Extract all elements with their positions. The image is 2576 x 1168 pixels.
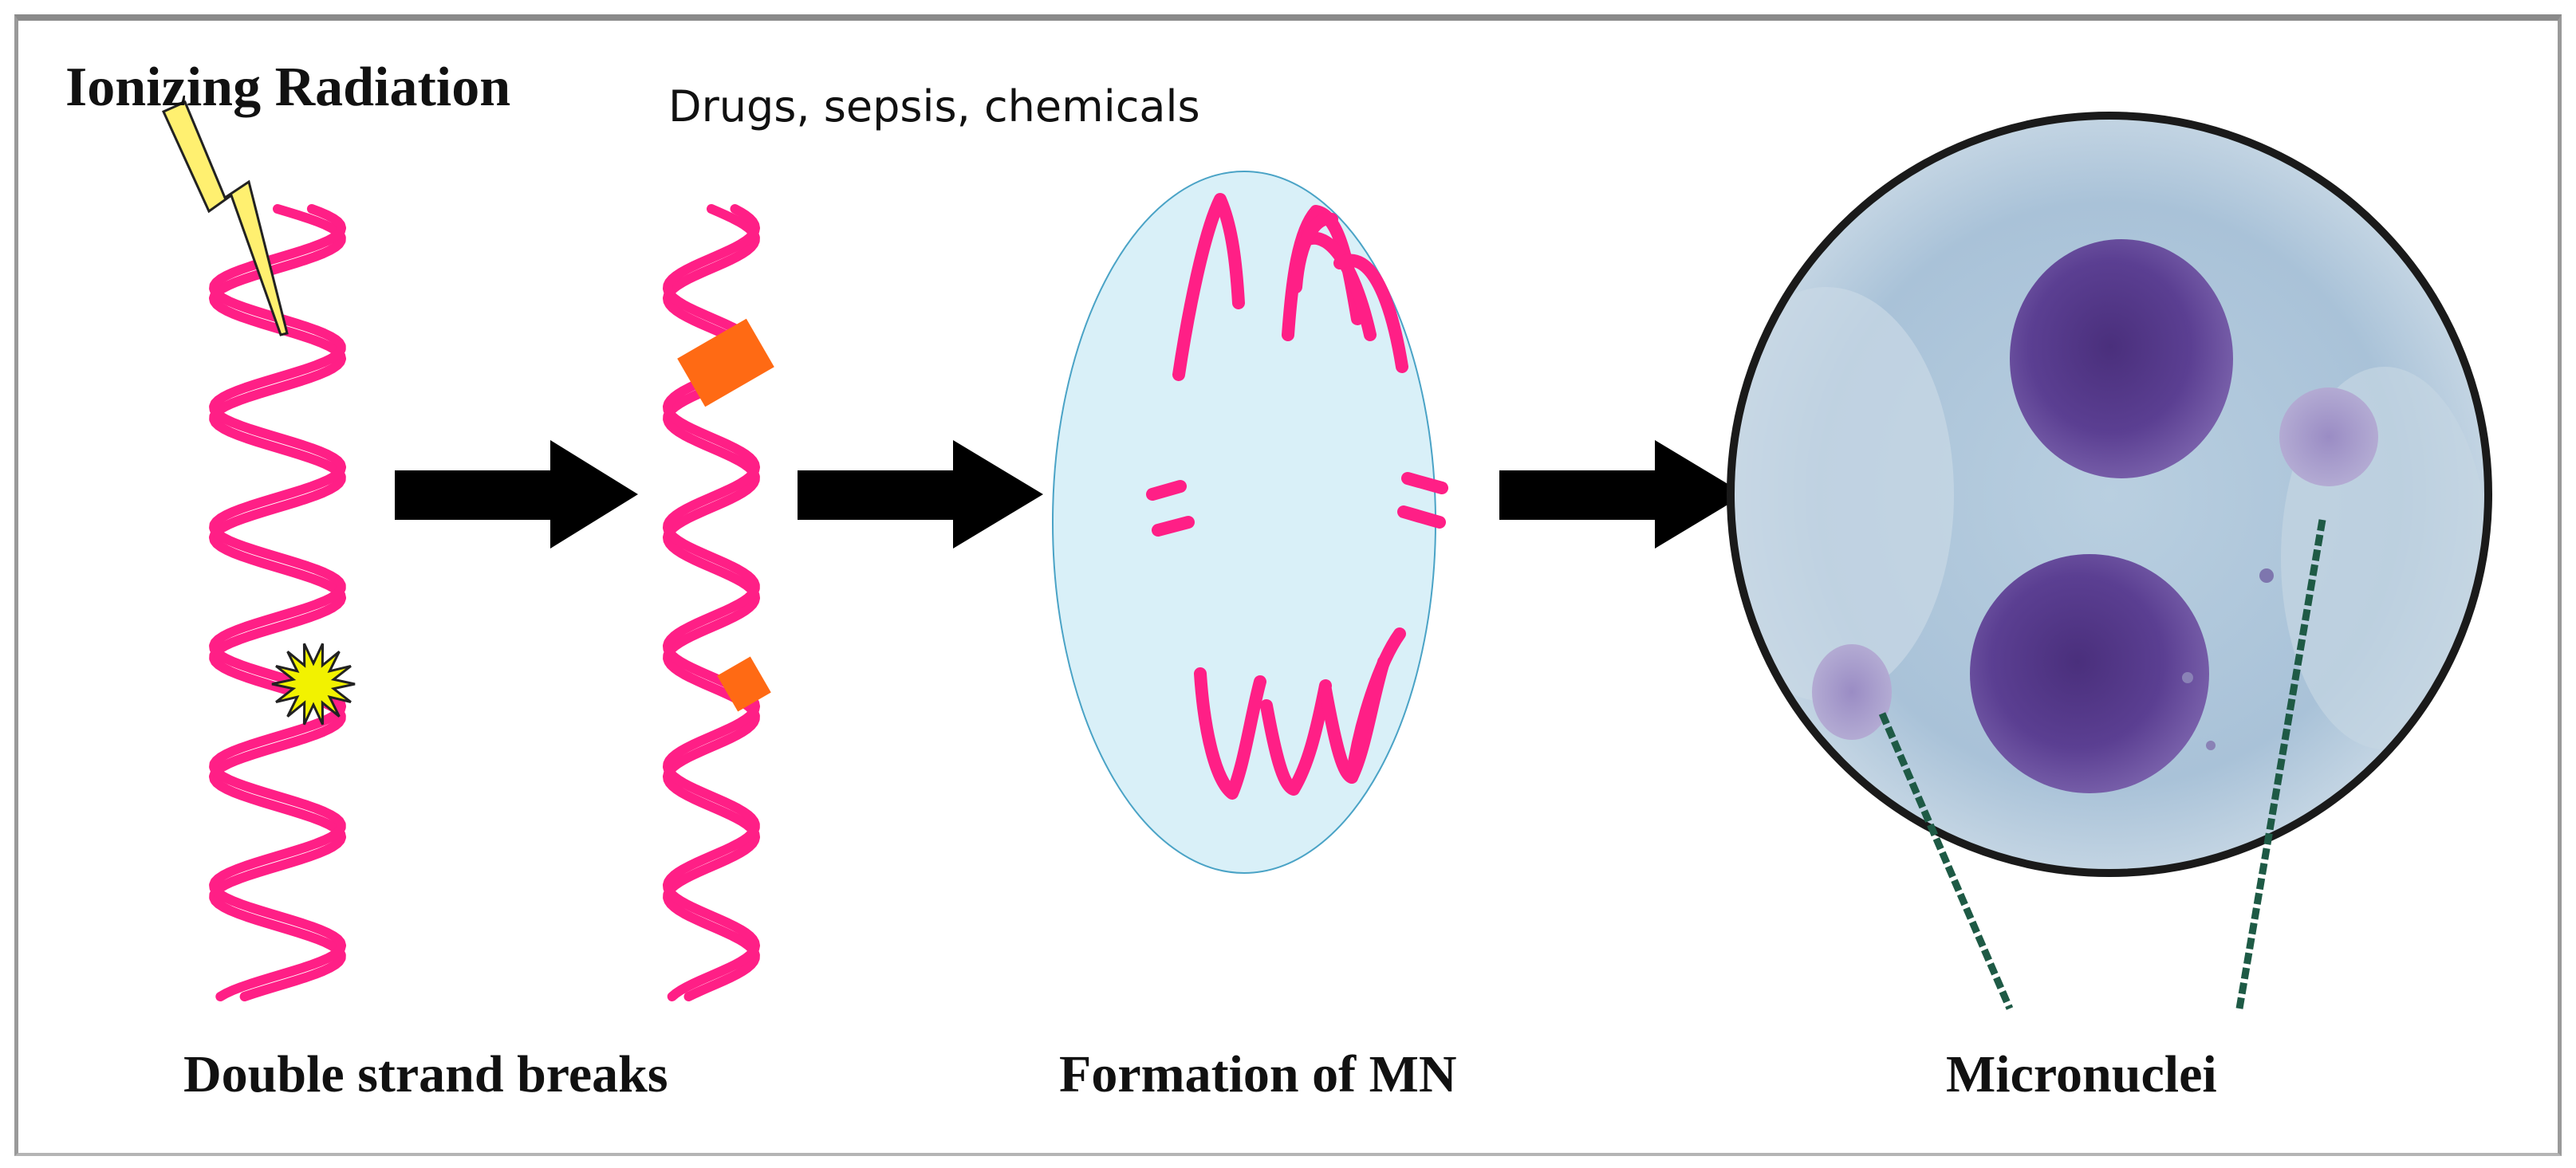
dna-strand-2 — [209, 204, 346, 1001]
arrow-right-icon — [1499, 440, 1745, 549]
label-double-strand-breaks: Double strand breaks — [183, 1045, 668, 1103]
label-formation-of-mn: Formation of MN — [1059, 1045, 1457, 1103]
label-drugs-sepsis-chemicals: Drugs, sepsis, chemicals — [668, 81, 1200, 132]
micronucleus-left — [1812, 644, 1892, 740]
arrow-right-icon — [798, 440, 1043, 549]
label-ionizing-radiation: Ionizing Radiation — [65, 57, 511, 118]
chromosomes — [1146, 193, 1448, 800]
arrow-right-icon — [395, 440, 638, 549]
lesion-block-large — [677, 318, 774, 407]
lesion-block-small — [717, 656, 771, 712]
label-micronuclei: Micronuclei — [1946, 1045, 2217, 1103]
lightning-bolt-icon — [162, 100, 289, 336]
burst-icon — [271, 643, 356, 726]
main-nucleus-lower — [1970, 554, 2209, 793]
micronuclei-micrograph — [1727, 112, 2492, 877]
pointer-line-left — [1878, 712, 2014, 1010]
micronucleus-right — [2279, 387, 2378, 486]
pointer-line-right — [2235, 519, 2326, 1009]
main-nucleus-upper — [2010, 239, 2233, 478]
dna-helix-damaged — [209, 204, 346, 1001]
dna-strand-1 — [209, 204, 346, 1001]
